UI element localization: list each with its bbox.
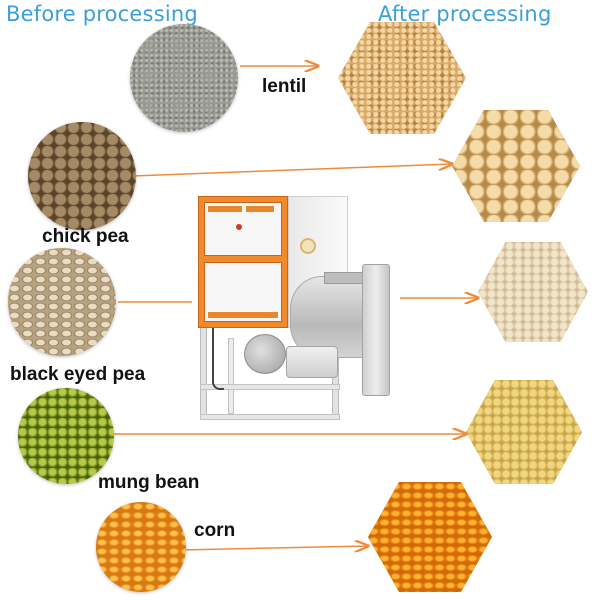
machine-frame-bar	[200, 414, 340, 420]
peeling-machine-image	[192, 188, 406, 428]
before-processing-heading: Before processing	[6, 2, 198, 26]
lentil-processed-image	[338, 22, 466, 134]
arrow-chick-pea	[131, 164, 452, 177]
machine-nameplate	[208, 206, 242, 212]
chick-pea-raw-image	[28, 122, 136, 230]
machine-nameplate	[246, 206, 274, 212]
black-eyed-pea-raw-image	[8, 248, 116, 356]
lentil-raw-image	[130, 24, 238, 132]
machine-outlet-chute	[362, 264, 390, 396]
machine-switch-knob	[236, 224, 242, 230]
label-chick-pea: chick pea	[42, 226, 129, 247]
machine-handwheel	[300, 238, 316, 254]
label-corn: corn	[194, 520, 236, 541]
corn-raw-image	[96, 502, 186, 592]
machine-blower	[286, 346, 338, 378]
machine-drum	[290, 276, 370, 358]
machine-leg	[200, 326, 207, 420]
machine-leg	[228, 338, 234, 414]
mung-bean-raw-image	[18, 388, 114, 484]
machine-nameplate	[208, 312, 278, 318]
label-lentil: lentil	[262, 76, 307, 97]
arrow-corn	[179, 546, 368, 550]
label-black-eyed-pea: black eyed pea	[10, 364, 146, 385]
label-mung-bean: mung bean	[98, 472, 200, 493]
machine-frame-bar	[200, 384, 340, 390]
machine-motor	[244, 334, 286, 374]
machine-cable	[212, 328, 224, 390]
